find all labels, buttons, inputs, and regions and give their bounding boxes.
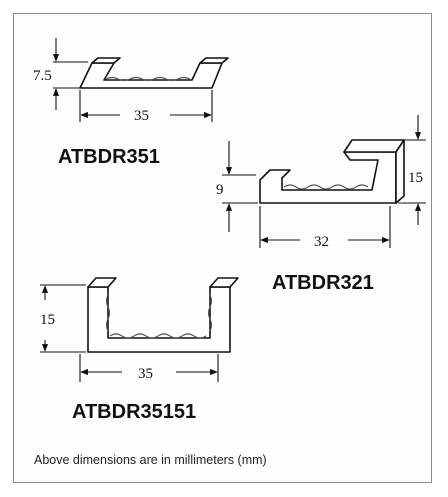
atbdr351-part-number: ATBDR351 — [58, 146, 160, 168]
profile-atbdr35151: 15 35 ATBDR35151 — [40, 277, 239, 423]
profile-atbdr321: 9 15 32 ATBDR321 — [216, 115, 426, 294]
units-footnote: Above dimensions are in millimeters (mm) — [34, 453, 267, 467]
atbdr351-width-label: 35 — [134, 108, 149, 124]
atbdr321-inner-height-label: 9 — [216, 182, 224, 198]
atbdr35151-height-label: 15 — [40, 312, 55, 328]
atbdr35151-width-label: 35 — [138, 366, 153, 382]
atbdr321-outer-height-label: 15 — [408, 170, 423, 186]
diagram-frame — [13, 13, 432, 483]
profile-atbdr321-shape — [259, 151, 397, 204]
atbdr351-height-label: 7.5 — [33, 68, 52, 84]
atbdr35151-part-number: ATBDR35151 — [72, 401, 196, 423]
atbdr321-width-label: 32 — [314, 234, 329, 250]
profile-atbdr351-shape — [79, 62, 223, 89]
atbdr321-part-number: ATBDR321 — [272, 272, 374, 294]
profile-atbdr35151-shape — [87, 286, 231, 353]
profile-atbdr351: 7.5 35 ATBDR351 — [33, 38, 229, 168]
